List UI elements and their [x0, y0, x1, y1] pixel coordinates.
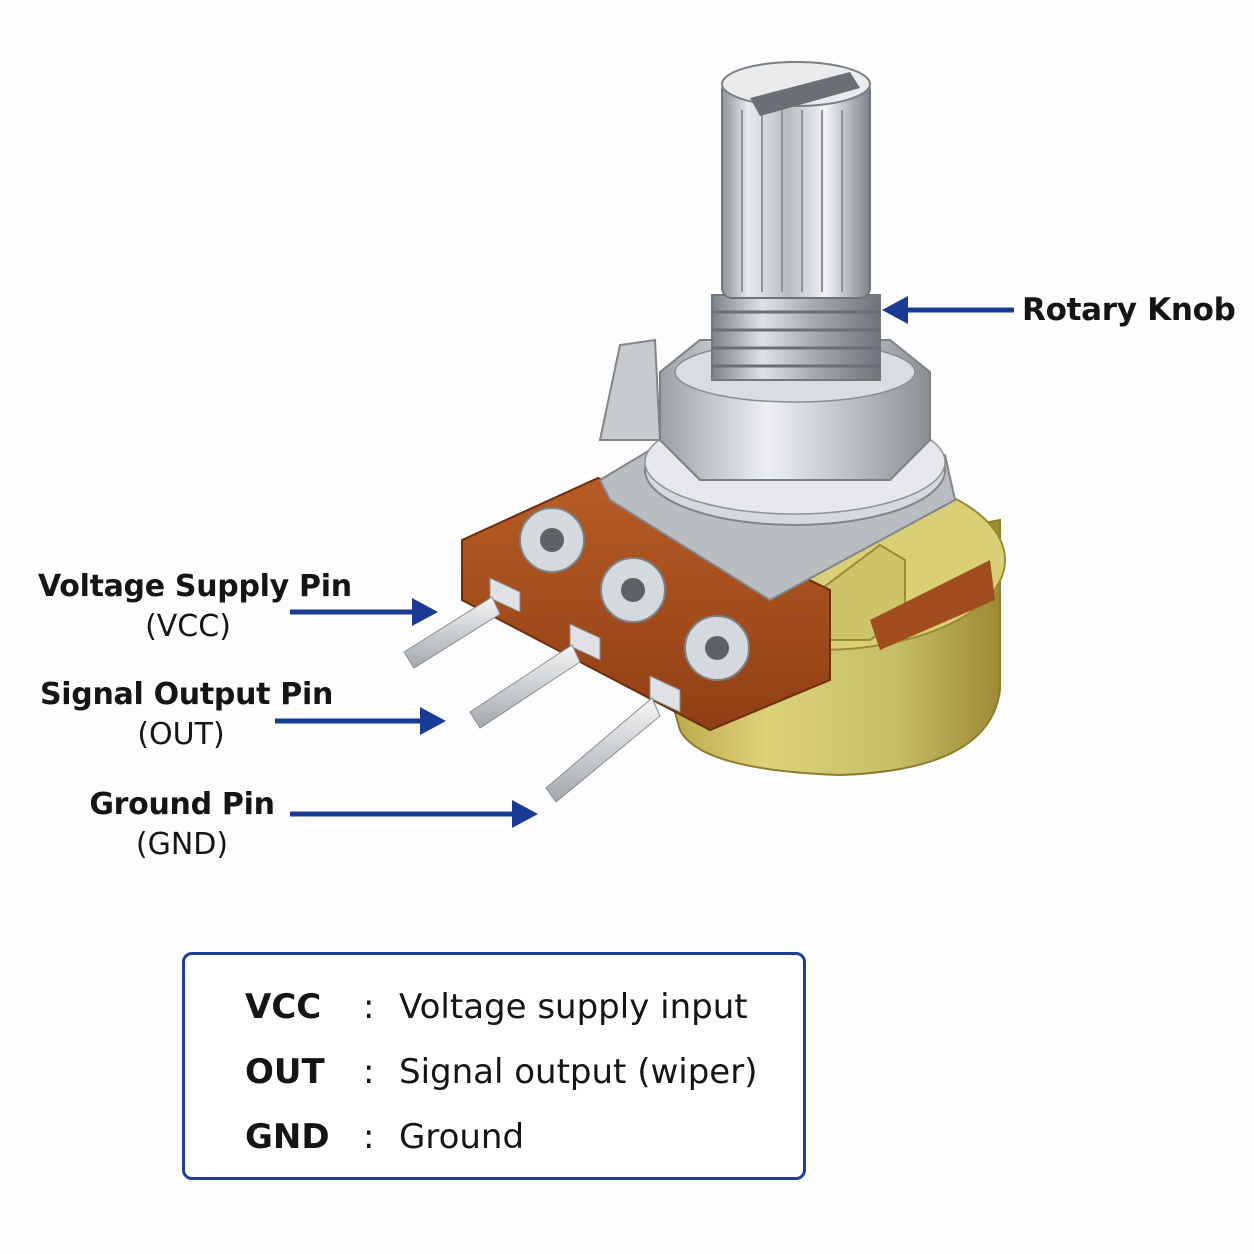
gnd-pin-abbr: (GND)	[135, 827, 229, 862]
arrow-left-icon	[882, 296, 1014, 324]
legend-description: Ground	[399, 1117, 525, 1157]
legend-description: Signal output (wiper)	[399, 1052, 758, 1092]
arrows	[275, 296, 1014, 828]
arrow-right-icon	[290, 598, 438, 626]
terminal-pins	[403, 507, 750, 803]
vcc-pin-label: Voltage Supply Pin	[38, 569, 352, 604]
pin-out	[469, 623, 601, 729]
gnd-callout: Ground Pin (GND)	[86, 790, 278, 860]
out-pin-abbr: (OUT)	[137, 717, 225, 752]
eyelet-3	[684, 615, 750, 681]
pin-vcc	[403, 577, 521, 669]
legend-separator: :	[363, 987, 375, 1027]
out-callout: Signal Output Pin (OUT)	[40, 677, 334, 752]
legend-key: VCC	[245, 987, 322, 1027]
vcc-callout: Voltage Supply Pin (VCC)	[38, 569, 352, 644]
knurled-shaft	[721, 61, 871, 299]
rotary-knob-label: Rotary Knob	[1022, 292, 1236, 328]
arrow-right-icon	[290, 800, 538, 828]
legend-key: OUT	[245, 1052, 325, 1092]
legend-description: Voltage supply input	[399, 987, 748, 1027]
legend-key: GND	[245, 1117, 330, 1157]
gnd-pin-label: Ground Pin	[89, 787, 275, 822]
out-pin-label: Signal Output Pin	[40, 677, 334, 712]
eyelet-2	[600, 557, 666, 623]
potentiometer-illustration	[403, 61, 1006, 803]
pin-gnd	[545, 675, 681, 803]
legend-separator: :	[363, 1117, 375, 1157]
eyelet-1	[519, 507, 585, 573]
pin-legend: VCC : Voltage supply input OUT : Signal …	[182, 952, 806, 1180]
arrow-right-icon	[275, 707, 446, 735]
threaded-bushing	[711, 294, 881, 381]
vcc-pin-abbr: (VCC)	[145, 609, 231, 644]
legend-separator: :	[363, 1052, 375, 1092]
